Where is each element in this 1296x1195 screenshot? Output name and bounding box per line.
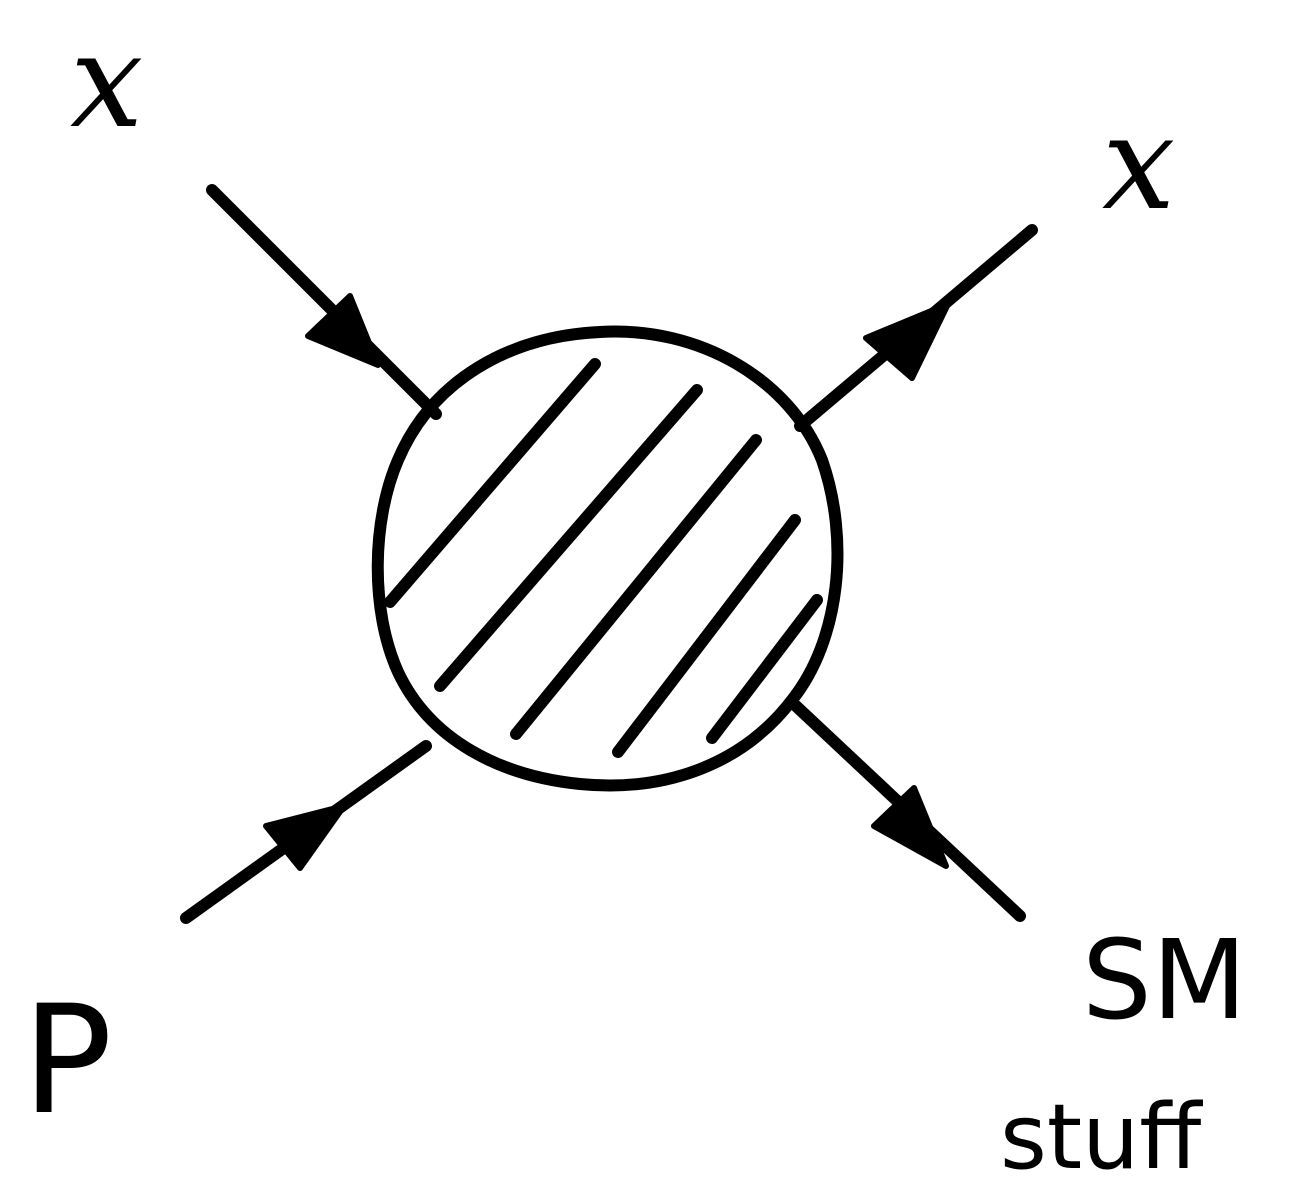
outgoing-sm-line — [790, 700, 1026, 922]
label-bottom-left: P — [22, 974, 112, 1148]
blob-hatching — [384, 358, 823, 758]
label-top-left: x — [70, 5, 143, 157]
arrowhead-icon — [263, 803, 347, 871]
incoming-x-line — [206, 184, 442, 420]
label-top-right: x — [1102, 87, 1175, 239]
arrowhead-icon — [871, 785, 949, 869]
hatch-line — [706, 594, 823, 744]
label-bottom-right: SM — [1082, 916, 1247, 1044]
arrowhead-icon — [305, 293, 381, 368]
hatch-line — [612, 514, 801, 758]
interaction-blob — [371, 325, 844, 792]
arrowhead-icon — [863, 301, 951, 381]
hatch-line — [434, 384, 703, 692]
hatch-line — [384, 358, 601, 608]
hatch-line — [510, 434, 762, 740]
outgoing-x-line — [794, 224, 1038, 432]
label-bottom-right-sub: stuff — [1000, 1085, 1203, 1190]
incoming-p-line — [180, 740, 432, 924]
